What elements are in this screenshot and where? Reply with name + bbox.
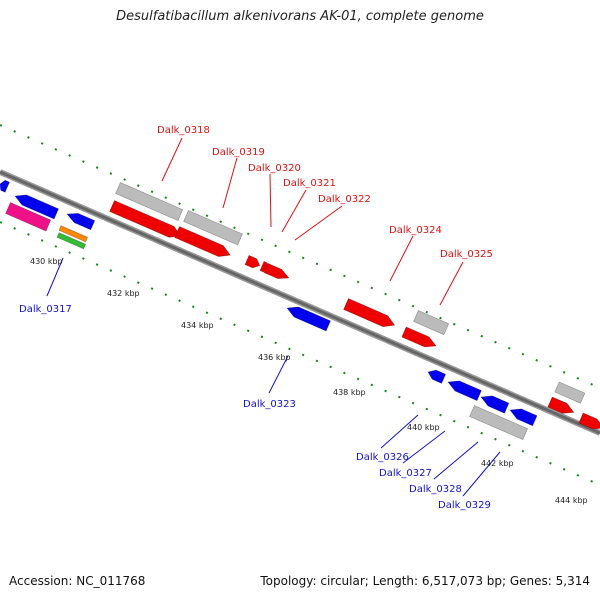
genome-summary-text: Topology: circular; Length: 6,517,073 bp… <box>260 574 590 588</box>
gene-feature[interactable] <box>413 310 450 336</box>
gene-feature[interactable] <box>447 380 482 401</box>
gene-feature[interactable] <box>115 182 184 221</box>
position-label: 436 kbp <box>258 353 291 362</box>
gene-label-dalk-0324: Dalk_0324 <box>389 225 442 236</box>
gene-feature[interactable] <box>286 306 331 332</box>
gene-feature[interactable] <box>509 408 538 427</box>
gene-feature[interactable] <box>263 263 290 279</box>
position-label: 442 kbp <box>481 459 514 468</box>
gene-feature[interactable] <box>427 369 446 384</box>
gene-feature[interactable] <box>480 395 510 414</box>
gene-feature[interactable] <box>5 202 52 232</box>
gene-features <box>0 179 600 440</box>
gene-label-dalk-0329: Dalk_0329 <box>438 500 491 511</box>
position-label: 444 kbp <box>555 496 588 505</box>
position-label: 440 kbp <box>407 423 440 432</box>
gene-label-dalk-0322: Dalk_0322 <box>318 194 371 205</box>
gene-feature[interactable] <box>244 255 261 269</box>
gene-label-dalk-0321: Dalk_0321 <box>283 178 336 189</box>
gene-label-dalk-0323: Dalk_0323 <box>243 399 296 410</box>
gene-feature[interactable] <box>66 213 96 231</box>
gene-feature[interactable] <box>174 226 231 257</box>
gene-feature[interactable] <box>343 298 396 328</box>
gene-label-dalk-0319: Dalk_0319 <box>212 147 265 158</box>
gene-feature[interactable] <box>578 412 600 430</box>
gene-feature[interactable] <box>0 179 10 193</box>
reverse-gene-labels: Dalk_0317 Dalk_0323 Dalk_0326 Dalk_0327 … <box>19 304 491 511</box>
gene-feature[interactable] <box>401 326 437 348</box>
gene-feature[interactable] <box>547 396 575 414</box>
forward-gene-labels: Dalk_0318 Dalk_0319 Dalk_0320 Dalk_0321 … <box>157 125 493 260</box>
gene-feature[interactable] <box>469 405 528 440</box>
gene-label-dalk-0317: Dalk_0317 <box>19 304 72 315</box>
genome-title: Desulfatibacillum alkenivorans AK-01, co… <box>116 9 484 24</box>
gene-label-dalk-0327: Dalk_0327 <box>379 468 432 479</box>
position-label: 434 kbp <box>181 321 214 330</box>
gene-label-dalk-0328: Dalk_0328 <box>409 484 462 495</box>
gene-feature[interactable] <box>58 225 88 243</box>
gene-label-dalk-0318: Dalk_0318 <box>157 125 210 136</box>
gene-feature[interactable] <box>56 232 86 250</box>
gene-label-dalk-0320: Dalk_0320 <box>248 163 301 174</box>
gene-feature[interactable] <box>183 210 243 246</box>
lower-tick-track <box>0 221 600 486</box>
gene-label-dalk-0326: Dalk_0326 <box>356 452 409 463</box>
gene-feature[interactable] <box>14 194 59 220</box>
callout-lines <box>46 137 501 497</box>
gene-label-dalk-0325: Dalk_0325 <box>440 249 493 260</box>
position-labels: 430 kbp 432 kbp 434 kbp 436 kbp 438 kbp … <box>30 257 588 505</box>
genome-backbone <box>0 169 600 436</box>
position-label: 432 kbp <box>107 289 140 298</box>
gene-feature[interactable] <box>554 381 586 404</box>
accession-text: Accession: NC_011768 <box>9 574 146 588</box>
position-label: 430 kbp <box>30 257 63 266</box>
position-label: 438 kbp <box>333 388 366 397</box>
